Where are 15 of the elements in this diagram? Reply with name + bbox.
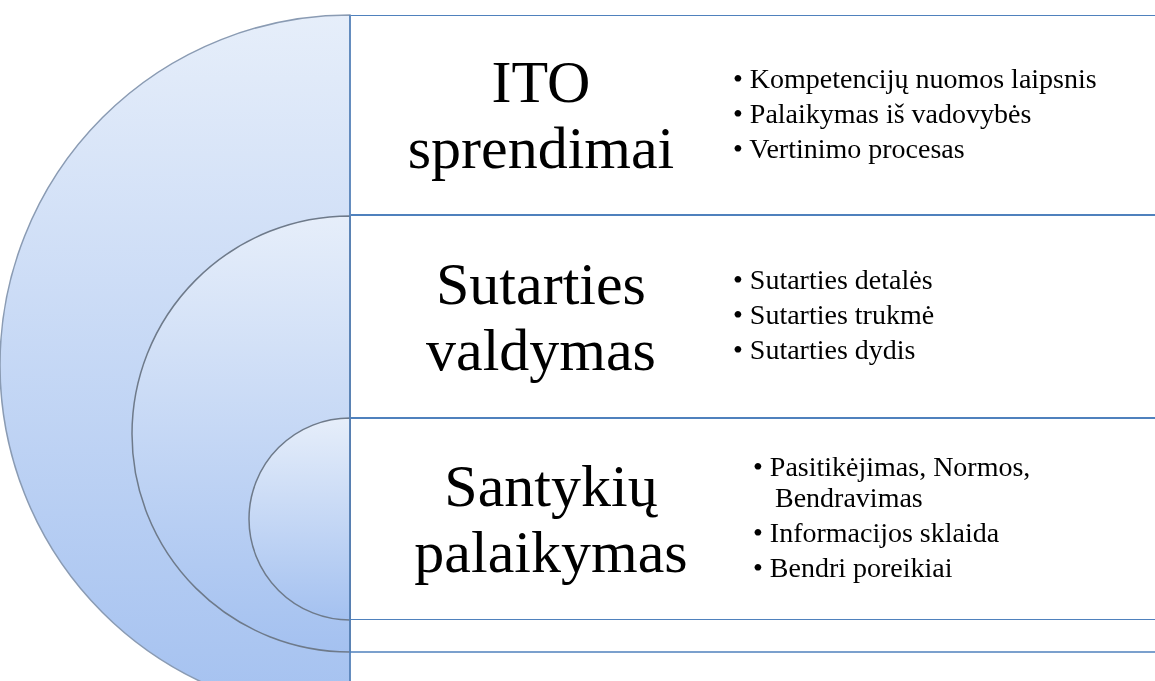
category-row	[351, 418, 1155, 620]
bullet-item: • Pasitikėjimas, Normos, Bendravimas	[753, 451, 1032, 513]
bullet-item: • Informacijos sklaida	[753, 517, 1001, 548]
category-heading: ITO sprendimai	[406, 49, 676, 181]
category-row	[351, 15, 1155, 215]
bullet-item: • Vertinimo procesas	[733, 132, 966, 164]
category-row	[351, 215, 1155, 418]
bullet-item: • Sutarties detalės	[733, 264, 934, 295]
category-heading: Sutarties valdymas	[425, 250, 657, 383]
bullet-item: • Bendri poreikiai	[753, 552, 954, 583]
bullet-item: • Sutarties trukmė	[733, 299, 936, 330]
category-heading: Santykių palaikymas	[413, 453, 689, 585]
bullet-item: • Kompetencijų nuomos laipsnis	[733, 62, 1098, 94]
bullet-item: • Sutarties dydis	[733, 334, 917, 365]
bullet-item: • Palaikymas iš vadovybės	[733, 97, 1033, 129]
